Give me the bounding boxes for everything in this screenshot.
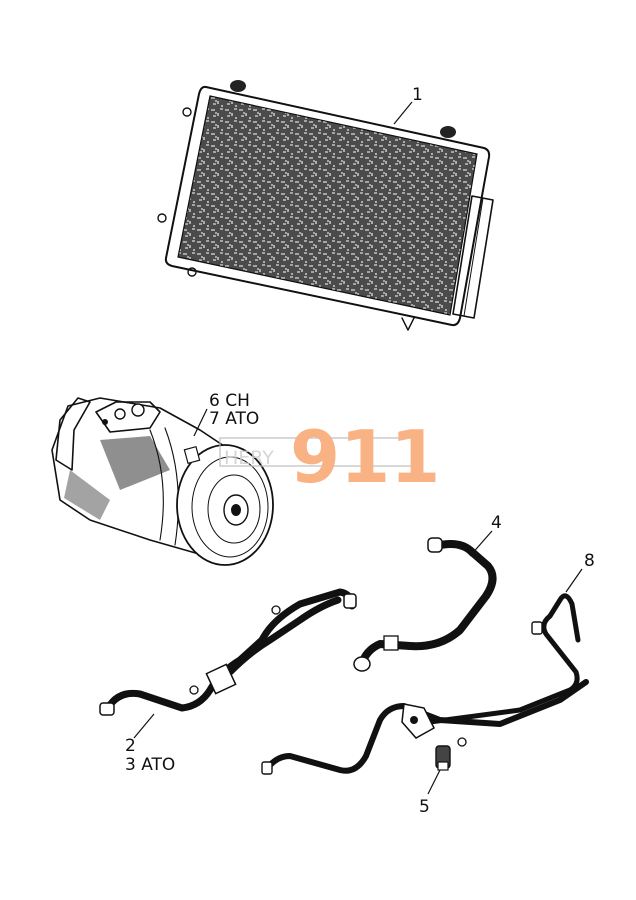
condenser <box>157 80 494 331</box>
pressure-switch <box>435 745 451 771</box>
leader-8 <box>565 568 583 593</box>
callout-3: 3 ATO <box>125 755 175 775</box>
suction-hose <box>353 537 497 672</box>
condenser-core <box>177 95 478 316</box>
liquid-line-pipe <box>261 593 589 775</box>
ac-compressor <box>51 397 274 566</box>
leader-2 <box>133 713 155 739</box>
compressor-manifold <box>95 401 161 433</box>
leader-6 <box>193 408 208 437</box>
condenser-mount-lug <box>440 126 456 138</box>
callout-8: 8 <box>584 551 595 571</box>
callout-6: 6 CH <box>209 391 250 411</box>
callout-7: 7 ATO <box>209 409 259 429</box>
condenser-mount-lug <box>230 80 246 92</box>
callout-2: 2 <box>125 736 136 756</box>
condenser-drier-tank <box>452 195 494 319</box>
leader-5 <box>427 769 441 795</box>
callout-5: 5 <box>419 797 430 817</box>
callout-1: 1 <box>412 85 423 105</box>
leader-1 <box>393 101 413 125</box>
leader-4 <box>469 530 493 557</box>
watermark-big-text: 911 <box>290 415 440 499</box>
watermark-small-text: HERY <box>224 447 274 469</box>
discharge-hose <box>99 588 357 716</box>
watermark: HERY 911 <box>219 415 440 499</box>
callout-4: 4 <box>491 513 502 533</box>
